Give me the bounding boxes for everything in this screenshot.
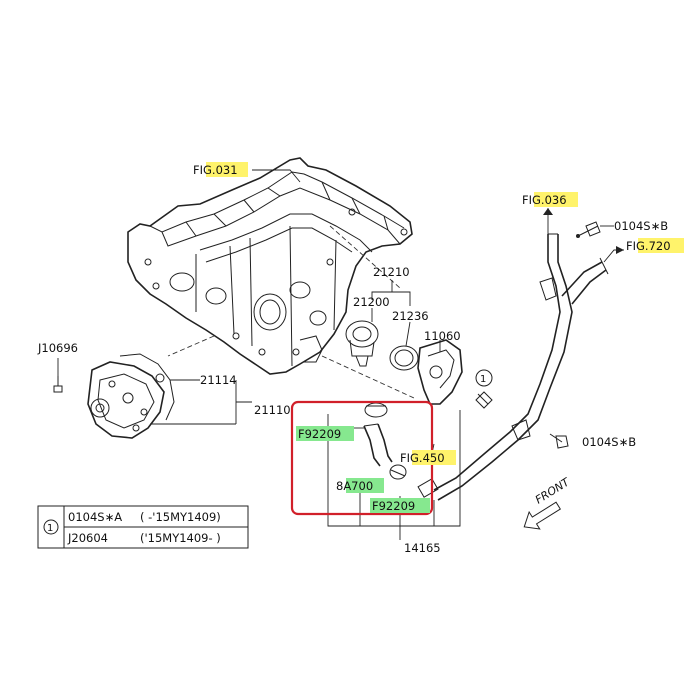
legend-row1-range: ( -'15MY1409) bbox=[140, 510, 221, 524]
label-21236[interactable]: 21236 bbox=[392, 309, 429, 323]
label-0104sb-mid[interactable]: 0104S∗B bbox=[582, 435, 636, 449]
highlight-f92209-top bbox=[296, 426, 354, 441]
label-f92209-top[interactable]: F92209 bbox=[298, 427, 341, 441]
bolt-0104sb-top bbox=[576, 221, 601, 238]
dashed-guides bbox=[167, 225, 415, 399]
legend-table: 1 0104S∗A ( -'15MY1409) J20604 ('15MY140… bbox=[37, 505, 249, 549]
legend-row2-part: J20604 bbox=[67, 531, 108, 545]
label-21110[interactable]: 21110 bbox=[254, 403, 291, 417]
label-fig031[interactable]: FIG.031 bbox=[193, 163, 238, 177]
label-fig450[interactable]: FIG.450 bbox=[400, 451, 445, 465]
engine-block bbox=[127, 157, 413, 375]
label-j10696[interactable]: J10696 bbox=[37, 341, 78, 355]
highlight-fig031 bbox=[206, 162, 248, 177]
label-fig036[interactable]: FIG.036 bbox=[522, 193, 567, 207]
coolant-pipe bbox=[417, 233, 609, 501]
bolt-0104sb-mid bbox=[549, 433, 569, 449]
bolt-fig1 bbox=[475, 391, 493, 409]
label-21114[interactable]: 21114 bbox=[200, 373, 237, 387]
highlight-f92209-bot bbox=[370, 498, 430, 513]
water-pump bbox=[53, 353, 175, 439]
label-21200[interactable]: 21200 bbox=[353, 295, 390, 309]
arrow-fig036 bbox=[543, 208, 553, 215]
thermostat bbox=[345, 320, 379, 367]
label-0104sb-top[interactable]: 0104S∗B bbox=[614, 219, 668, 233]
label-8a700[interactable]: 8A700 bbox=[336, 479, 373, 493]
legend-row1-part: 0104S∗A bbox=[68, 510, 122, 524]
gasket-ring bbox=[389, 345, 419, 371]
highlight-fig450 bbox=[412, 450, 456, 465]
legend-marker: 1 bbox=[47, 523, 53, 534]
label-front[interactable]: FRONT bbox=[533, 475, 573, 507]
note-marker-circle bbox=[475, 369, 493, 387]
label-fig720[interactable]: FIG.720 bbox=[626, 239, 671, 253]
highlight-8a700 bbox=[346, 478, 384, 493]
highlight-fig720 bbox=[638, 238, 684, 253]
label-21210[interactable]: 21210 bbox=[373, 265, 410, 279]
label-14165[interactable]: 14165 bbox=[404, 541, 441, 555]
label-f92209-bot[interactable]: F92209 bbox=[372, 499, 415, 513]
arrow-fig720 bbox=[616, 246, 624, 254]
note-marker[interactable]: 1 bbox=[480, 374, 486, 385]
label-11060[interactable]: 11060 bbox=[424, 329, 461, 343]
coolant-hose bbox=[363, 402, 407, 480]
front-arrow: FRONT bbox=[523, 475, 573, 530]
highlight-fig036 bbox=[534, 192, 578, 207]
legend-row2-range: ('15MY1409- ) bbox=[140, 531, 221, 545]
